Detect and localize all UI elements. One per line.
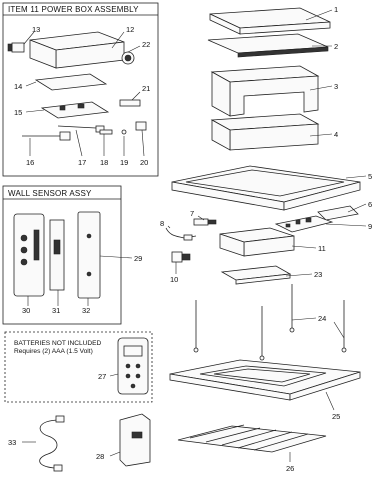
part-4-bracket bbox=[210, 113, 320, 151]
callout-13: 13 bbox=[32, 25, 41, 34]
part-33-plug-a bbox=[55, 415, 65, 423]
part-23-tray bbox=[220, 265, 292, 285]
part-7-connector bbox=[193, 218, 217, 226]
callout-23: 23 bbox=[314, 270, 323, 279]
callout-19: 19 bbox=[120, 158, 129, 167]
wall-sensor-title: WALL SENSOR ASSY bbox=[8, 189, 92, 198]
part-5-base-frame bbox=[171, 165, 361, 211]
part-19-fitting bbox=[121, 129, 127, 135]
part-9-circuit-board bbox=[274, 215, 334, 233]
part-3-shroud bbox=[210, 65, 320, 117]
callout-30: 30 bbox=[22, 306, 31, 315]
callout-27: 27 bbox=[98, 372, 107, 381]
callout-18: 18 bbox=[100, 158, 109, 167]
part-22-knob-center bbox=[124, 54, 132, 62]
callout-20: 20 bbox=[140, 158, 149, 167]
callout-1: 1 bbox=[334, 5, 339, 14]
callout-32: 32 bbox=[82, 306, 91, 315]
callout-29: 29 bbox=[134, 254, 143, 263]
part-13-strain-relief bbox=[7, 42, 25, 53]
battery-note-line2: Requires (2) AAA (1.5 Volt) bbox=[14, 348, 93, 355]
part-31-backplate bbox=[49, 219, 65, 291]
part-14-bracket bbox=[34, 73, 108, 91]
callout-25: 25 bbox=[332, 412, 341, 421]
callout-12: 12 bbox=[126, 25, 135, 34]
part-15-board bbox=[40, 101, 110, 119]
part-21-relay bbox=[119, 99, 141, 107]
callout-7: 7 bbox=[190, 209, 195, 218]
leader-lines bbox=[22, 9, 367, 462]
callout-6: 6 bbox=[368, 200, 373, 209]
part-30-thermostat bbox=[13, 213, 45, 297]
part-20-terminal bbox=[135, 121, 147, 131]
battery-note-frame bbox=[4, 331, 153, 403]
battery-note-line1: BATTERIES NOT INCLUDED bbox=[14, 340, 102, 347]
part-33-plug-b bbox=[53, 464, 63, 472]
part-24-screws bbox=[193, 284, 347, 361]
callout-15: 15 bbox=[14, 108, 23, 117]
part-25-ceiling-assembly bbox=[169, 359, 361, 401]
part-8-plug bbox=[183, 234, 193, 241]
wall-sensor-frame bbox=[2, 185, 122, 325]
callout-33: 33 bbox=[8, 438, 17, 447]
callout-31: 31 bbox=[52, 306, 61, 315]
callout-2: 2 bbox=[334, 42, 339, 51]
callout-24: 24 bbox=[318, 314, 327, 323]
callout-11: 11 bbox=[318, 244, 326, 253]
part-27-remote bbox=[117, 337, 149, 395]
callout-5: 5 bbox=[368, 172, 373, 181]
callout-26: 26 bbox=[286, 464, 295, 473]
part-11-power-box bbox=[219, 227, 295, 257]
callout-21: 21 bbox=[142, 84, 151, 93]
callout-8: 8 bbox=[160, 219, 165, 228]
part-28-mount-bracket bbox=[119, 413, 151, 467]
part-17-wire bbox=[57, 125, 97, 129]
callout-14: 14 bbox=[14, 82, 23, 91]
part-2-gasket bbox=[207, 33, 329, 58]
callout-22: 22 bbox=[142, 40, 151, 49]
part-12-housing bbox=[29, 31, 125, 69]
callout-4: 4 bbox=[334, 130, 339, 139]
part-6-plate bbox=[317, 205, 359, 221]
part-26-grille bbox=[177, 424, 327, 453]
callout-10: 10 bbox=[170, 275, 179, 284]
part-16-plug bbox=[59, 131, 71, 141]
part-1-foam-pad bbox=[209, 7, 331, 35]
callout-28: 28 bbox=[96, 452, 105, 461]
callout-9: 9 bbox=[368, 222, 373, 231]
part-18-connector bbox=[99, 129, 113, 135]
callout-3: 3 bbox=[334, 82, 339, 91]
power-box-frame bbox=[2, 2, 159, 177]
part-10-plug bbox=[171, 251, 191, 263]
callout-16: 16 bbox=[26, 158, 35, 167]
part-32-wallplate bbox=[77, 211, 101, 299]
part-33-harness bbox=[39, 419, 61, 469]
callout-17: 17 bbox=[78, 158, 87, 167]
power-box-title: ITEM 11 POWER BOX ASSEMBLY bbox=[8, 5, 139, 14]
